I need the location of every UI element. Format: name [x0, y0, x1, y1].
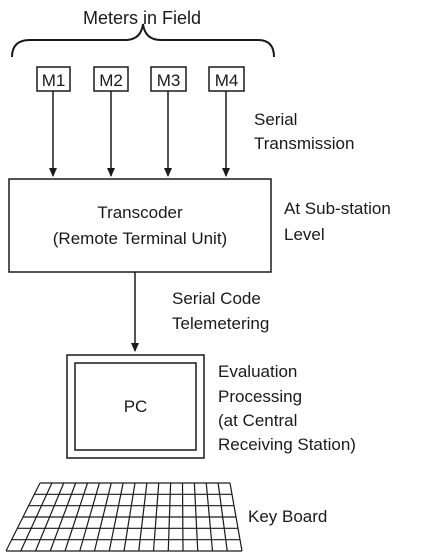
keyboard-grid: [5, 482, 243, 552]
meter-m2: M2: [93, 66, 129, 92]
substation-line1: At Sub-station: [284, 199, 391, 218]
meter-m3: M3: [150, 66, 187, 92]
telemetering-line2: Telemetering: [172, 314, 269, 333]
serial-transmission-line2: Transmission: [254, 134, 354, 153]
meters-brace: [11, 23, 275, 58]
meter-m2-label: M2: [99, 71, 123, 90]
meter-m4: M4: [208, 66, 245, 92]
meter-m4-label: M4: [215, 71, 239, 90]
diagram-title: Meters in Field: [83, 8, 201, 28]
evaluation-line4: Receiving Station): [218, 435, 356, 454]
telemetering-line1: Serial Code: [172, 289, 261, 308]
transcoder-label-line2: (Remote Terminal Unit): [53, 229, 227, 248]
evaluation-line2: Processing: [218, 387, 302, 406]
evaluation-line3: (at Central: [218, 411, 297, 430]
meter-m1: M1: [36, 66, 71, 92]
pc-monitor: PC: [66, 354, 205, 459]
substation-line2: Level: [284, 225, 325, 244]
pc-label: PC: [124, 397, 148, 416]
transcoder-box: Transcoder (Remote Terminal Unit): [8, 178, 272, 273]
serial-transmission-line1: Serial: [254, 110, 297, 129]
keyboard-label: Key Board: [248, 507, 327, 526]
evaluation-line1: Evaluation: [218, 362, 297, 381]
meter-m1-label: M1: [42, 71, 66, 90]
meter-m3-label: M3: [157, 71, 181, 90]
transcoder-label-line1: Transcoder: [97, 203, 183, 222]
